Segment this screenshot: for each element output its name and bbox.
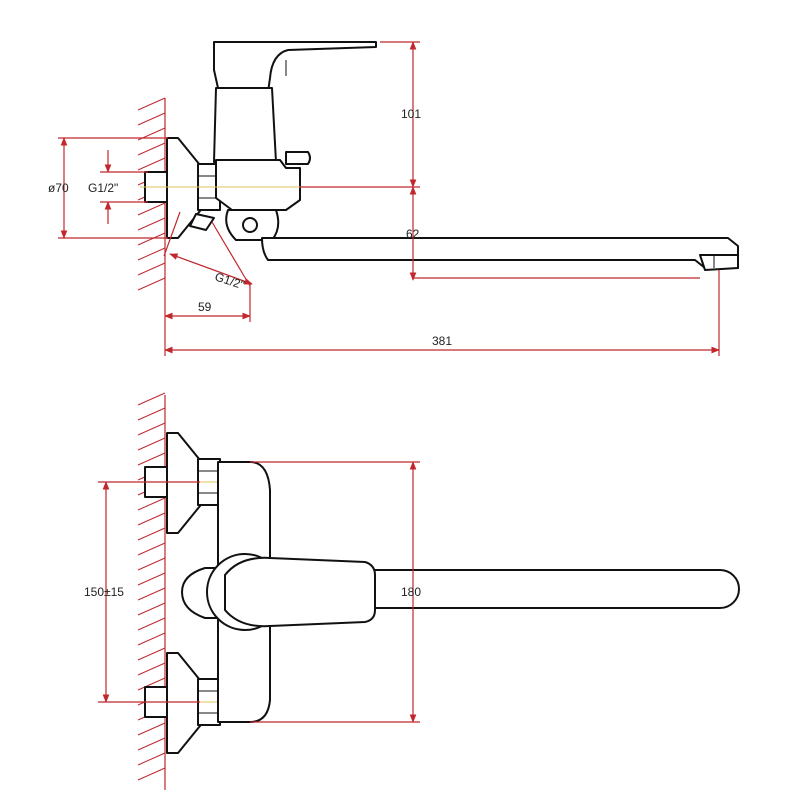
lever-handle (213, 41, 377, 93)
dim-flange-diameter-label: ø70 (48, 181, 69, 195)
dim-inlet-thread-label: G1/2" (88, 181, 118, 195)
aerator (699, 254, 739, 271)
dim-outlet-thread-label: G1/2" (213, 270, 246, 293)
diverter-knob (285, 151, 311, 165)
diverter-housing (215, 159, 301, 211)
wall-hatch-top (137, 97, 166, 291)
wall-hatch-bottom (137, 392, 166, 790)
dim-wall-depth-label: 59 (198, 300, 212, 314)
dim-body-height-label: 180 (401, 585, 421, 599)
top-lever-handle (224, 556, 376, 628)
top-view: 150±15 180 (84, 392, 740, 790)
valve-body (213, 87, 277, 163)
dim-total-length-label: 381 (432, 334, 452, 348)
outlet-fitting (189, 213, 215, 231)
dim-height-label: 101 (401, 107, 421, 121)
dim-inlet-spacing-label: 150±15 (84, 585, 124, 599)
side-view: 101 62 ø70 G1/2" G1/2" 59 381 (48, 41, 739, 356)
dim-spout-offset-label: 62 (406, 227, 420, 241)
spout-collar (225, 209, 280, 241)
spout (261, 237, 739, 269)
